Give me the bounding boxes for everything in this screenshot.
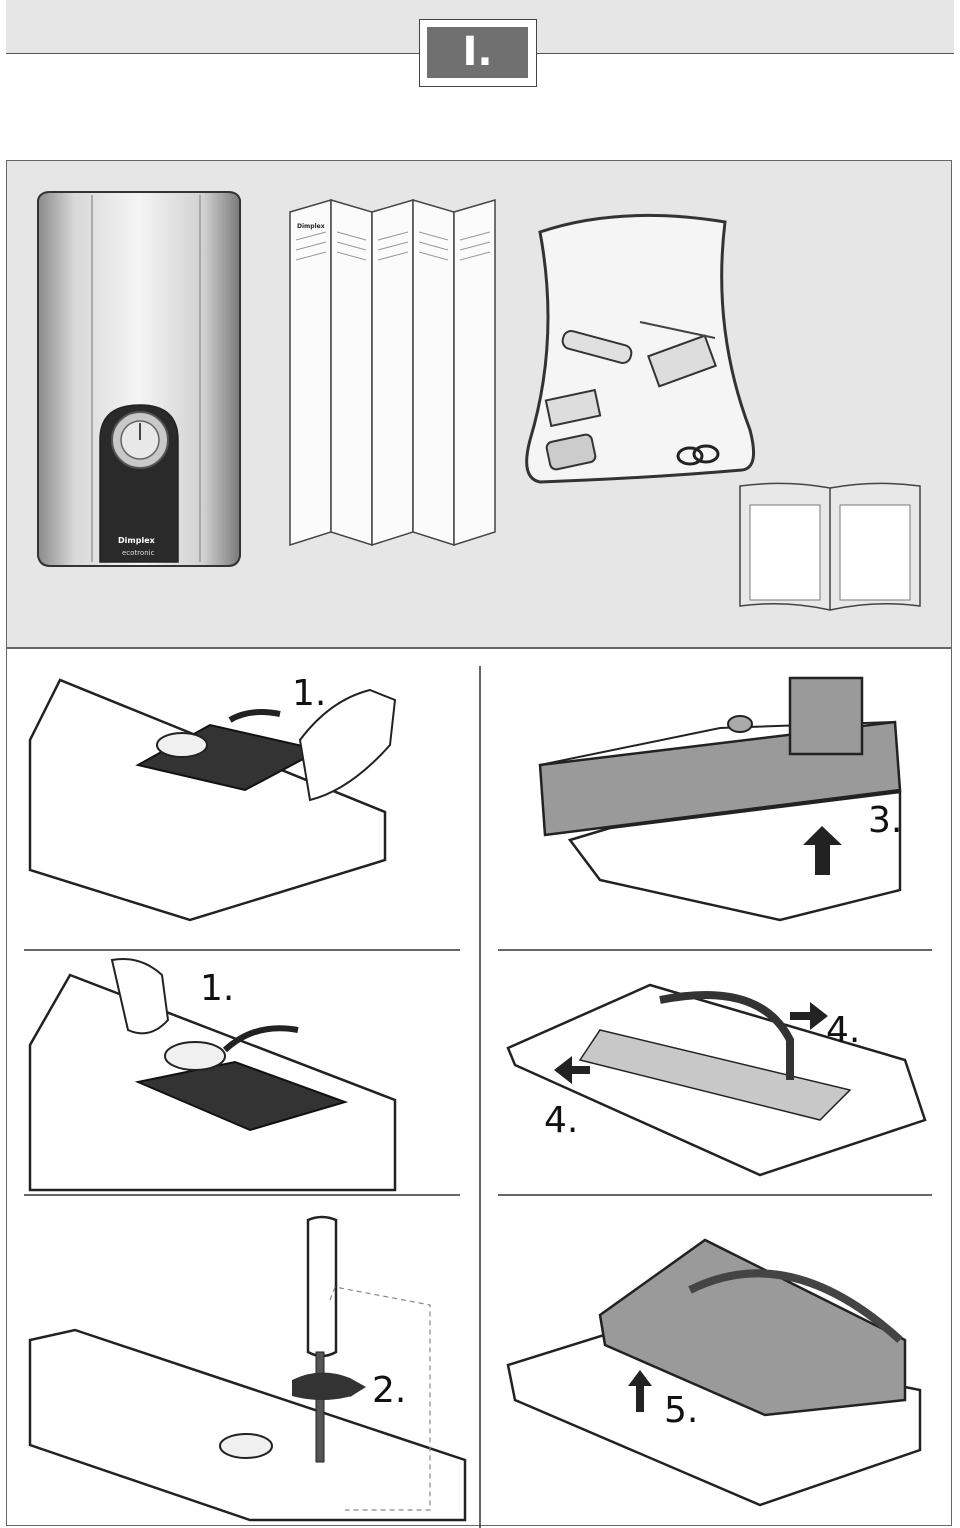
step-label-1a: 1. (292, 673, 326, 714)
step-peel-cover-bottom (28, 958, 397, 1192)
step-lift-cover (538, 676, 902, 922)
heater-model: ecotronic (122, 549, 155, 557)
leaflet-text-lines (295, 231, 491, 261)
heater-brand: Dimplex (118, 536, 156, 545)
step-disconnect-connectors (506, 983, 927, 1177)
step-loosen-screw (28, 1215, 467, 1522)
accessory-bag-illustration (525, 213, 756, 484)
section-badge: I. (419, 19, 537, 87)
installation-manual-illustration (739, 482, 921, 611)
step-label-2: 2. (372, 1370, 406, 1411)
step-label-4a: 4. (826, 1010, 860, 1051)
step-label-4b: 4. (544, 1100, 578, 1141)
folded-leaflet-illustration (289, 198, 496, 547)
step-lift-heating-unit (506, 1238, 922, 1507)
leaflet-brand: Dimplex (297, 223, 325, 230)
step-peel-cover-top (28, 678, 397, 922)
step-label-1b: 1. (200, 968, 234, 1009)
step-label-5: 5. (664, 1390, 698, 1431)
water-heater-illustration: Dimplex ecotronic (37, 191, 241, 567)
step-label-3: 3. (868, 800, 902, 841)
section-number: I. (427, 27, 528, 78)
